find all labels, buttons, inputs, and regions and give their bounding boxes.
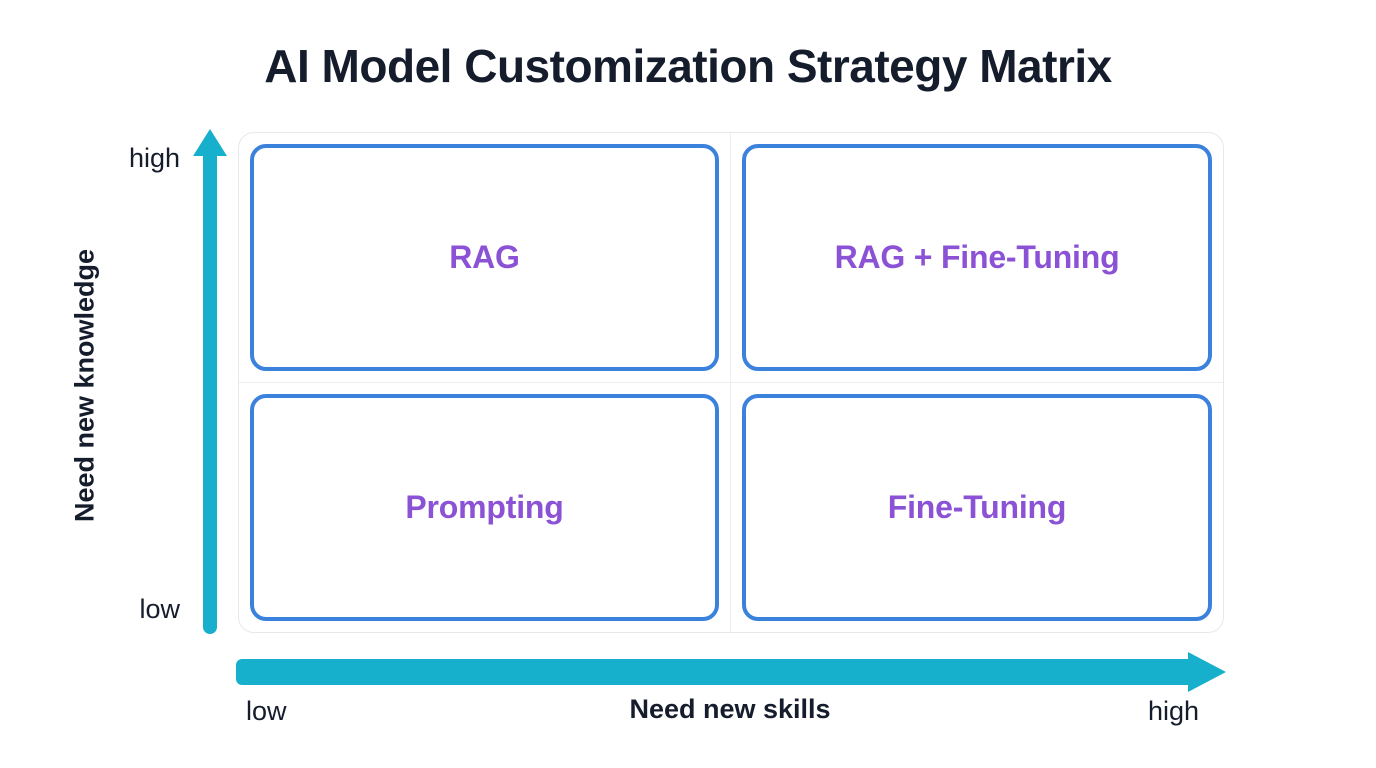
y-axis-label: Need new knowledge: [69, 248, 100, 523]
quadrant-cell-top-right: RAG + Fine-Tuning: [731, 133, 1223, 383]
x-axis-arrow-icon: [236, 652, 1226, 692]
quadrant-box-prompting[interactable]: Prompting: [250, 393, 719, 621]
quadrant-cell-top-left: RAG: [239, 133, 731, 383]
x-axis-tick-low: low: [246, 696, 287, 726]
quadrant-label-fine-tuning: Fine-Tuning: [887, 488, 1067, 525]
x-axis-tick-high: high: [1148, 696, 1200, 726]
y-axis-tick-high: high: [128, 143, 180, 173]
quadrant-label-rag-fine-tuning: RAG + Fine-Tuning: [834, 238, 1120, 275]
x-axis-label: Need new skills: [629, 694, 831, 724]
quadrant-box-rag-fine-tuning[interactable]: RAG + Fine-Tuning: [742, 144, 1212, 371]
quadrant-box-rag[interactable]: RAG: [250, 144, 719, 371]
matrix-container: RAG RAG + Fine-Tuning Prompting Fine-Tun…: [238, 132, 1224, 633]
page-title: AI Model Customization Strategy Matrix: [264, 40, 1112, 92]
y-axis-tick-low: low: [139, 594, 180, 624]
quadrant-label-rag: RAG: [449, 238, 520, 275]
y-axis-arrow-icon: [193, 129, 227, 634]
quadrant-box-fine-tuning[interactable]: Fine-Tuning: [742, 393, 1212, 621]
quadrant-label-prompting: Prompting: [405, 488, 564, 525]
quadrant-cell-bottom-right: Fine-Tuning: [731, 383, 1223, 633]
matrix-grid: RAG RAG + Fine-Tuning Prompting Fine-Tun…: [239, 133, 1223, 632]
quadrant-cell-bottom-left: Prompting: [239, 382, 731, 632]
